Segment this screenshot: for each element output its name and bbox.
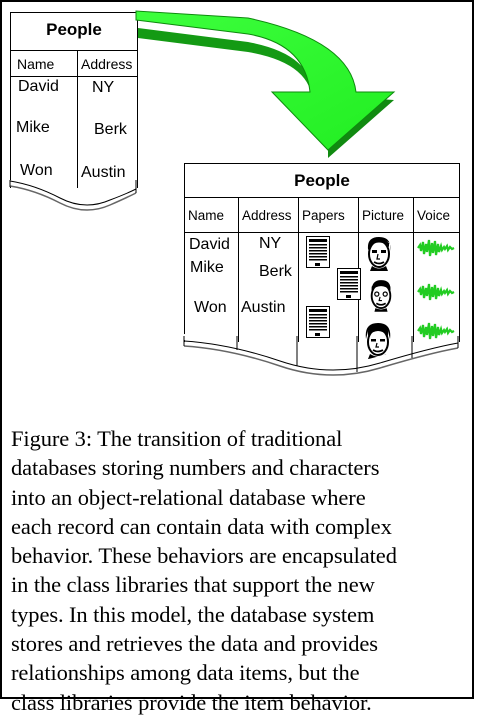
table-title: People [46,20,102,39]
cell-name: David [18,78,59,95]
cell-address: NY [259,235,282,252]
table-title: People [294,171,350,190]
figure-frame [0,0,474,699]
cell-address: Austin [81,164,126,181]
column-header-name: Name [188,208,225,223]
header-divider [185,232,459,233]
column-divider [413,197,414,342]
column-header-voice: Voice [417,208,451,223]
title-divider [185,197,459,198]
document-page-icon [306,306,330,338]
document-page-icon [337,268,361,300]
column-divider [298,197,299,342]
document-page-icon [306,236,330,268]
cell-address: NY [92,79,115,96]
cell-name: Mike [190,259,224,276]
column-header-name: Name [17,56,55,72]
face-photo-icon [370,280,392,312]
title-divider [11,50,137,51]
sound-waveform-icon [417,239,455,257]
column-header-papers: Papers [302,208,345,223]
cell-address: Berk [259,263,292,280]
cell-name: Won [194,299,227,316]
face-photo-icon [367,237,391,271]
arrow-shadow [138,28,313,111]
cell-address: Berk [94,121,127,138]
cell-name: David [189,236,230,253]
sound-waveform-icon [417,322,455,340]
figure-caption: Figure 3: The transition of traditional … [11,426,397,715]
sound-waveform-icon [417,283,455,301]
column-divider [77,50,78,188]
column-divider [238,197,239,342]
cell-name: Mike [16,119,50,136]
cell-name: Won [20,162,53,179]
column-header-picture: Picture [362,208,405,223]
people-table-traditional: People Name Address David NY Mike Berk W… [10,12,138,188]
cell-address: Austin [241,299,286,316]
header-divider [11,76,137,77]
arrow-body [135,10,396,151]
column-header-address: Address [81,56,133,72]
column-header-address: Address [242,208,292,223]
